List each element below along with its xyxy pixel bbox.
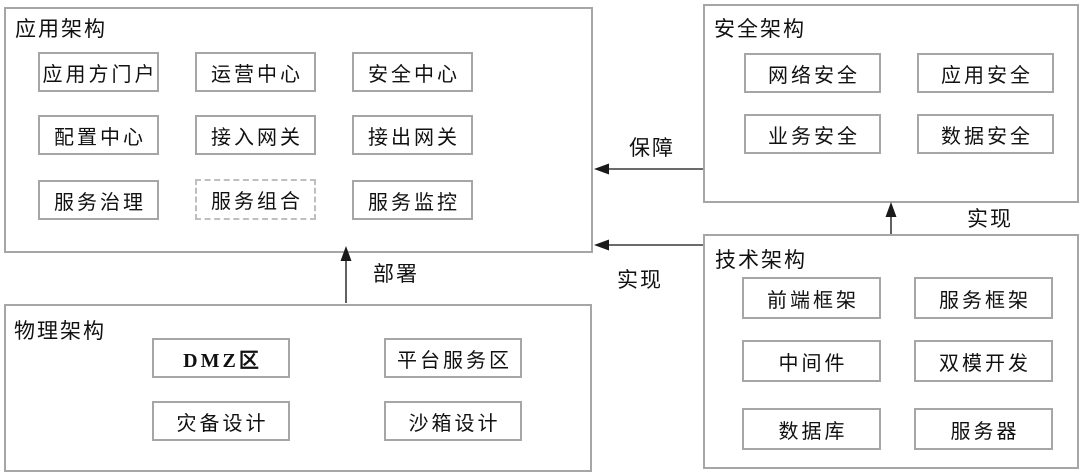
section-physical-architecture: 物理架构 DMZ区 平台服务区 灾备设计 沙箱设计 [4,304,592,472]
node-network-security: 网络安全 [744,53,881,93]
arrow-guarantee-head-icon [594,163,609,175]
node-server: 服务器 [914,408,1053,450]
node-application-security: 应用安全 [917,53,1054,93]
arrow-label-guarantee: 保障 [629,136,675,160]
node-inbound-gateway: 接入网关 [195,115,316,155]
node-security-center: 安全中心 [352,52,473,92]
section-title-technology: 技术架构 [715,248,807,272]
node-outbound-gateway: 接出网关 [352,115,473,155]
node-middleware: 中间件 [742,340,881,382]
node-config-center: 配置中心 [38,115,159,155]
section-technology-architecture: 技术架构 前端框架 服务框架 中间件 双模开发 数据库 服务器 [703,234,1079,469]
node-platform-service-zone: 平台服务区 [384,338,522,378]
node-database: 数据库 [742,408,881,450]
node-dmz-zone: DMZ区 [152,338,290,378]
node-business-security: 业务安全 [744,114,881,154]
node-operation-center: 运营中心 [195,52,316,92]
node-sandbox-design: 沙箱设计 [384,401,522,441]
node-disaster-recovery-design: 灾备设计 [152,401,290,441]
section-application-architecture: 应用架构 应用方门户 运营中心 安全中心 配置中心 接入网关 接出网关 服务治理… [4,7,593,253]
arrow-realize-security-head-icon [885,202,897,217]
arrow-label-realize-security: 实现 [967,207,1013,231]
section-title-security: 安全架构 [714,17,806,41]
section-title-physical: 物理架构 [14,319,106,343]
node-frontend-framework: 前端框架 [742,277,881,319]
arrow-realize-app-head-icon [594,239,609,251]
node-service-framework: 服务框架 [914,277,1053,319]
node-app-portal: 应用方门户 [38,52,159,92]
node-data-security: 数据安全 [917,114,1054,154]
section-security-architecture: 安全架构 网络安全 应用安全 业务安全 数据安全 [703,4,1079,203]
node-service-monitoring: 服务监控 [352,180,473,220]
node-bimodal-development: 双模开发 [914,340,1053,382]
arrow-label-realize-application: 实现 [617,268,663,292]
section-title-application: 应用架构 [15,17,107,41]
arrow-label-deploy: 部署 [373,262,419,286]
node-service-governance: 服务治理 [38,180,159,220]
node-service-composition: 服务组合 [195,179,316,220]
